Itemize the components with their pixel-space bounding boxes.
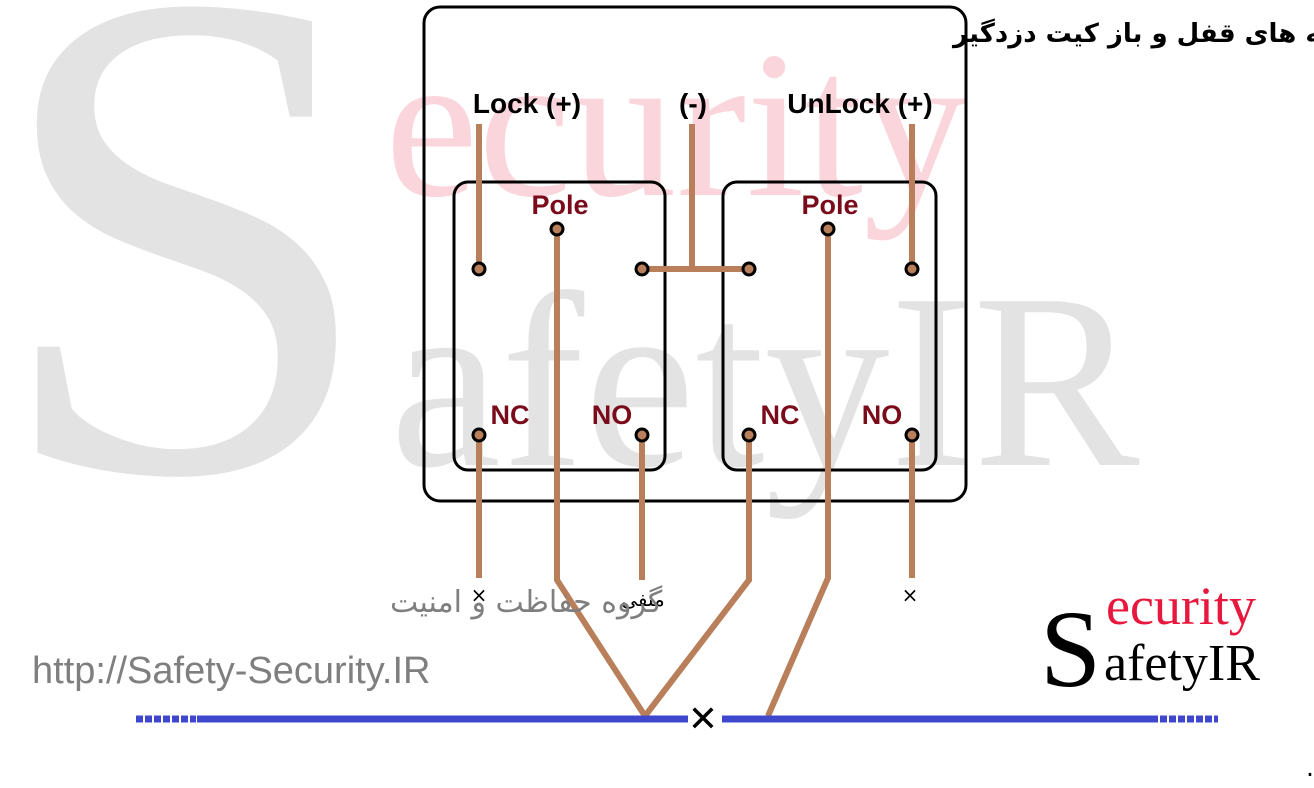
terminal [471, 427, 487, 443]
right-pole-wire [765, 229, 831, 718]
lock-label: Lock (+) [473, 88, 581, 119]
right-no-unused: × [902, 583, 919, 607]
right-nc-wire [642, 435, 752, 718]
site-url: http://Safety-Security.IR [32, 650, 430, 692]
terminal [471, 261, 487, 277]
right-no-label: NO [862, 400, 903, 430]
cut-marker: ✕ [688, 699, 718, 740]
left-no-label: NO [592, 400, 633, 430]
left-nc-unused: × [471, 583, 488, 607]
left-pole-wire [554, 229, 648, 718]
terminal [741, 427, 757, 443]
unlock-label: UnLock (+) [787, 88, 932, 119]
negative-label: (-) [679, 88, 707, 119]
terminals [471, 221, 920, 443]
terminal [904, 427, 920, 443]
logo: S ecurity afetyIR [1040, 576, 1260, 710]
schematic-title: شماتیک رله های قفل و باز کیت دزدگیر [951, 18, 1314, 49]
schematic-frame [422, 5, 968, 503]
terminal [741, 261, 757, 277]
logo-ecurity: ecurity [1106, 576, 1256, 636]
terminal [904, 261, 920, 277]
logo-afety: afetyIR [1104, 635, 1260, 692]
right-pole-label: Pole [801, 190, 858, 220]
right-nc-label: NC [761, 400, 800, 430]
left-pole-label: Pole [531, 190, 588, 220]
watermark-afety: afetyIR [390, 243, 1140, 520]
group-name: گروه حفاظت و امنیت [390, 585, 663, 620]
negative-output-label: منفی [621, 587, 665, 611]
terminal [549, 221, 565, 237]
watermark: S ecurity afetyIR [0, 0, 1140, 622]
left-nc-label: NC [491, 400, 530, 430]
terminal [820, 221, 836, 237]
watermark-ecurity: ecurity [385, 9, 968, 241]
wires [476, 124, 915, 718]
watermark-s: S [0, 0, 379, 622]
logo-s: S [1040, 588, 1101, 710]
caption: زمانی که به سیم منفی بدهیم درب ها قفل می… [1306, 753, 1314, 783]
terminal [634, 261, 650, 277]
terminal [634, 427, 650, 443]
